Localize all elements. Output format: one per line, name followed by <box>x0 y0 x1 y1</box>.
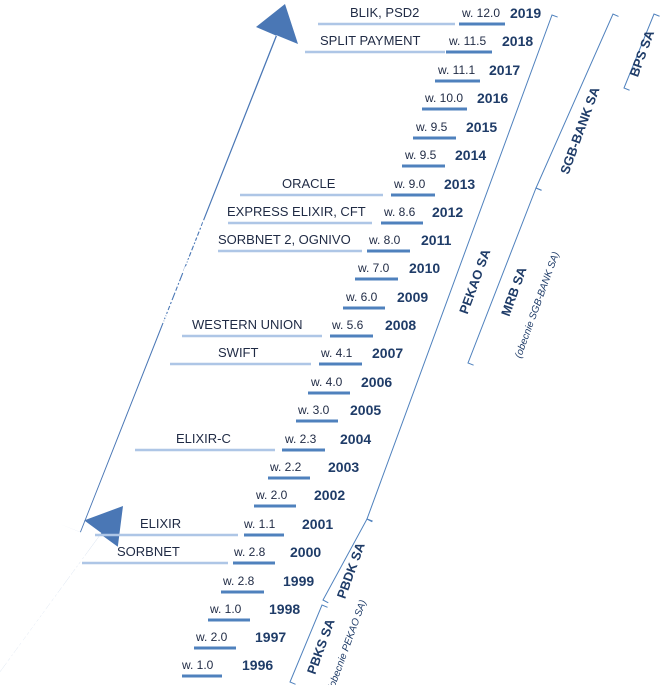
year-label: 2017 <box>489 62 520 78</box>
timeline-row: w. 8.0 2011 SORBNET 2, OGNIVO <box>218 232 452 253</box>
multicentaur-arrow-label: MULTICENTAUR <box>155 216 212 327</box>
version-label: w. 9.5 <box>415 120 448 134</box>
year-label: 2013 <box>444 176 475 192</box>
bank-name: SGB-BANK SA <box>557 84 603 176</box>
version-label: w. 9.0 <box>393 177 426 191</box>
timeline-row: w. 11.1 2017 <box>435 62 520 83</box>
year-label: 2000 <box>290 544 321 560</box>
timeline-row: w. 8.6 2012 EXPRESS ELIXIR, CFT <box>227 204 463 225</box>
year-label: 2003 <box>328 459 359 475</box>
timeline-row: w. 1.0 1996 <box>181 657 273 678</box>
version-label: w. 2.8 <box>222 574 255 588</box>
year-label: 2002 <box>314 487 345 503</box>
year-label: 1997 <box>255 629 286 645</box>
year-label: 2015 <box>466 119 497 135</box>
year-label: 2012 <box>432 204 463 220</box>
version-label: w. 8.6 <box>383 205 416 219</box>
bank-name: BPS SA <box>626 28 657 79</box>
year-label: 2016 <box>477 90 508 106</box>
feature-label: SORBNET 2, OGNIVO <box>218 232 351 247</box>
feature-label: SPLIT PAYMENT <box>320 33 420 48</box>
version-label: w. 5.6 <box>331 318 364 332</box>
bank-name: PEKAO SA <box>456 246 494 316</box>
version-label: w. 1.0 <box>181 658 214 672</box>
version-label: w. 9.5 <box>404 148 437 162</box>
version-label: w. 10.0 <box>424 91 463 105</box>
year-label: 2001 <box>302 516 333 532</box>
offline-arrow-label: CENTAUR OFF-LINE <box>0 544 93 667</box>
version-label: w. 2.2 <box>269 460 302 474</box>
timeline-row: w. 7.0 2010 <box>355 260 440 281</box>
version-label: w. 4.0 <box>310 375 343 389</box>
feature-label: SORBNET <box>117 544 180 559</box>
timeline-row: w. 1.0 1998 <box>208 601 300 622</box>
feature-label: BLIK, PSD2 <box>350 5 419 20</box>
year-label: 2005 <box>350 402 381 418</box>
offline-arrow-shape <box>0 506 123 672</box>
year-label: 2004 <box>340 431 371 447</box>
feature-label: WESTERN UNION <box>192 317 303 332</box>
version-label: w. 11.5 <box>448 34 486 48</box>
version-label: w. 2.0 <box>195 630 228 644</box>
year-label: 1999 <box>283 573 314 589</box>
timeline-row: w. 3.0 2005 <box>296 402 381 423</box>
timeline-row: w. 2.2 2003 <box>268 459 359 480</box>
version-label: w. 6.0 <box>345 290 378 304</box>
bracket-line <box>366 14 558 522</box>
year-label: 2010 <box>409 260 440 276</box>
timeline-row: w. 2.8 1999 <box>221 573 314 594</box>
timeline-row: w. 6.0 2009 <box>343 289 428 310</box>
timeline-row: w. 9.0 2013 ORACLE <box>240 176 475 197</box>
version-label: w. 2.8 <box>233 545 266 559</box>
feature-label: EXPRESS ELIXIR, CFT <box>227 204 366 219</box>
version-label: w. 2.3 <box>284 432 317 446</box>
timeline-row: w. 5.6 2008 WESTERN UNION <box>182 317 416 338</box>
timeline-row: w. 2.3 2004 ELIXIR-C <box>135 431 371 452</box>
timeline: w. 1.0 1996 w. 2.0 1997 w. 1.0 1998 w. 2.8 1999… <box>82 5 541 678</box>
timeline-row: w. 9.5 2014 <box>402 147 486 168</box>
version-label: w. 7.0 <box>357 261 390 275</box>
bracket-line <box>289 604 328 685</box>
timeline-row: w. 11.5 2018 SPLIT PAYMENT <box>305 33 533 54</box>
feature-label: ELIXIR-C <box>176 431 231 446</box>
timeline-row: w. 2.0 2002 <box>254 487 345 508</box>
year-label: 2019 <box>510 5 541 21</box>
year-label: 2014 <box>455 147 486 163</box>
year-label: 2007 <box>372 345 403 361</box>
timeline-row: w. 4.1 2007 SWIFT <box>170 345 403 366</box>
version-label: w. 1.1 <box>243 517 276 531</box>
year-label: 2018 <box>502 33 533 49</box>
bank-note: (obecnie PEKAO SA) <box>326 599 369 685</box>
version-label: w. 3.0 <box>297 403 330 417</box>
timeline-row: w. 12.0 2019 BLIK, PSD2 <box>318 5 541 26</box>
year-label: 2011 <box>421 232 452 248</box>
year-label: 1998 <box>269 601 300 617</box>
version-label: w. 4.1 <box>320 346 353 360</box>
version-label: w. 1.0 <box>209 602 242 616</box>
bracket-line <box>623 13 660 91</box>
timeline-row: w. 9.5 2015 <box>413 119 497 140</box>
version-label: w. 8.0 <box>368 233 401 247</box>
bracket-line <box>535 13 619 191</box>
timeline-row: w. 2.8 2000 SORBNET <box>82 544 321 565</box>
bank-bracket: BPS SA <box>623 13 660 91</box>
bank-bracket: SGB-BANK SA <box>535 13 619 191</box>
offline-arrow: CENTAUR OFF-LINE <box>0 506 123 672</box>
year-label: 2006 <box>361 374 392 390</box>
version-label: w. 2.0 <box>255 488 288 502</box>
feature-label: ORACLE <box>282 176 336 191</box>
year-label: 2009 <box>397 289 428 305</box>
version-label: w. 12.0 <box>461 6 500 20</box>
timeline-row: w. 1.1 2001 ELIXIR <box>95 516 333 537</box>
feature-label: ELIXIR <box>140 516 181 531</box>
bank-bracket: PBKS SA(obecnie PEKAO SA) <box>289 599 369 685</box>
version-label: w. 11.1 <box>437 63 475 77</box>
feature-label: SWIFT <box>218 345 258 360</box>
timeline-row: w. 4.0 2006 <box>308 374 392 395</box>
timeline-row: w. 2.0 1997 <box>194 629 286 650</box>
timeline-row: w. 10.0 2016 <box>422 90 508 111</box>
year-label: 2008 <box>385 317 416 333</box>
year-label: 1996 <box>242 657 273 673</box>
